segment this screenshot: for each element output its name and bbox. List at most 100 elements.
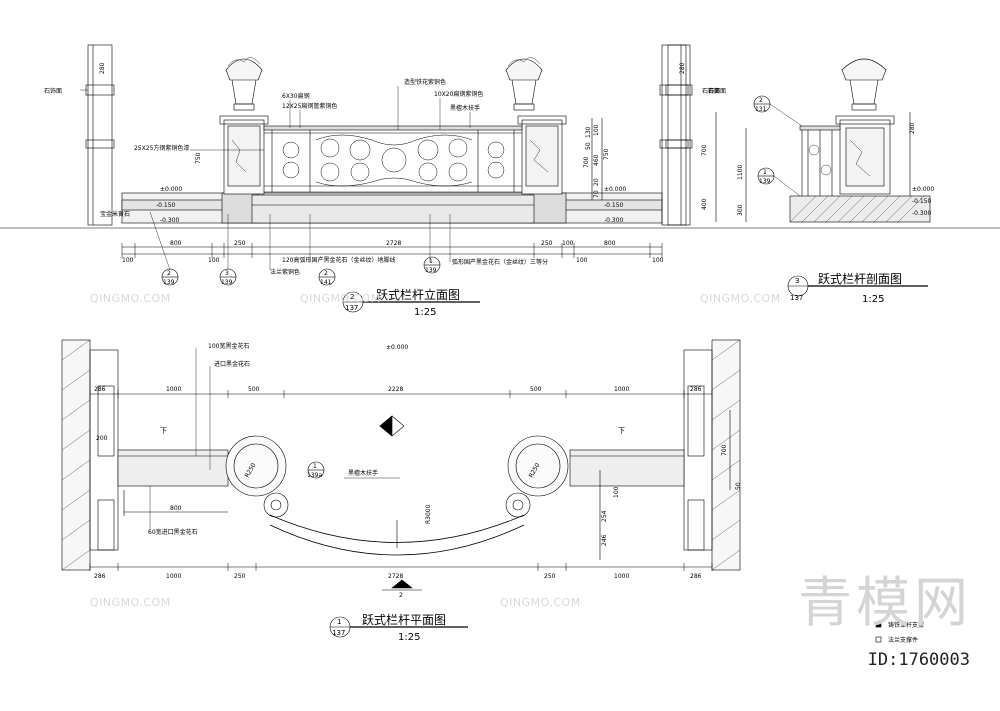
elev-label-iron-flower: 造型铁花紫铜色 <box>404 78 446 86</box>
elev-callout-num: 1 <box>429 258 433 265</box>
section-scale: 1:25 <box>862 294 884 305</box>
sec-vdim: 400 <box>701 198 708 210</box>
plan-dim-bottom: 1000 <box>614 573 629 580</box>
plan-callout-num: 1 <box>313 463 317 470</box>
legend <box>875 621 882 643</box>
elev-dim: 2728 <box>386 240 401 247</box>
sec-vdim: 700 <box>701 144 708 156</box>
sec-callout-sheet: 131 <box>755 106 767 113</box>
elev-rvdim: 50 <box>585 142 592 150</box>
elev-dim: 100 <box>652 257 664 264</box>
sec-level-m300: -0.300 <box>912 210 932 217</box>
plan-label-granite-100: 100宽黑金花石 <box>208 342 249 350</box>
sec-vdim: 300 <box>737 204 744 216</box>
elev-label-arc-granite: 弧形国产黑金花石（金丝纹）三等分 <box>452 258 548 266</box>
plan-dim-bottom: 250 <box>234 573 246 580</box>
plan-label-handrail: 黑檀木扶手 <box>348 469 378 477</box>
watermark-site: QINGMO.COM <box>300 292 381 305</box>
elev-dim: 250 <box>234 240 246 247</box>
elev-vdim: 750 <box>195 152 202 164</box>
elev-callout-sheet: 139 <box>221 279 233 286</box>
elev-vdim: 280 <box>99 62 106 74</box>
plan-label-granite-60: 60宽进口黑金花石 <box>148 528 198 536</box>
elev-label-flat-steel-2: 12X25扁钢管紫铜色 <box>282 102 337 110</box>
sec-vdim: 1100 <box>737 165 744 180</box>
urn-left <box>225 57 263 111</box>
plan-dim-right: 246 <box>601 534 608 546</box>
elev-rvdim: 130 <box>585 126 592 138</box>
section-title: 跃式栏杆剖面图 <box>818 271 902 286</box>
sec-level: ±0.000 <box>912 186 934 193</box>
watermark-site: QINGMO.COM <box>500 596 581 609</box>
elev-callout-num: 3 <box>225 270 229 277</box>
plan-dim-bottom: 250 <box>544 573 556 580</box>
plan-ref-num: 1 <box>337 618 341 626</box>
elev-level-m300-r: -0.300 <box>604 217 624 224</box>
sec-ref-num: 3 <box>795 277 799 285</box>
watermark-site: QINGMO.COM <box>700 292 781 305</box>
elev-dim: 800 <box>170 240 182 247</box>
elev-level-m300: -0.300 <box>160 217 180 224</box>
plan-elev-mark: 2 <box>399 592 403 599</box>
plan-ref-sheet: 137 <box>332 629 345 637</box>
plan-dim-top: 286 <box>690 386 702 393</box>
plan-down-right: 下 <box>618 427 625 435</box>
elev-vdim: 280 <box>679 62 686 74</box>
plan-level: ±0.000 <box>386 344 408 351</box>
elevation-callouts <box>161 256 441 286</box>
elev-label-black-granite: 120高弧形国产黑金花石（金丝纹）地脚线 <box>282 256 395 264</box>
elev-label-stone-left: 石饰面 <box>44 87 62 95</box>
elev-callout-sheet: 141 <box>320 279 332 286</box>
elev-label-flat-steel-1: 6X30扁钢 <box>282 92 310 100</box>
plan-dim-right: 700 <box>721 444 728 456</box>
plan-dim-top: 500 <box>248 386 260 393</box>
sec-callout-num: 2 <box>759 97 763 104</box>
elev-callout-num: 2 <box>167 270 171 277</box>
plan-title: 跃式栏杆平面图 <box>362 612 446 627</box>
elev-label-flat-steel-3: 10X20扁钢紫铜色 <box>434 90 483 98</box>
elev-label-yellow-stone: 宝金米黄石 <box>100 210 130 218</box>
elevation-view <box>0 44 1000 313</box>
plan-scale: 1:25 <box>398 632 420 643</box>
elev-level-right: ±0.000 <box>604 186 626 193</box>
elev-level-m150-r: -0.150 <box>604 202 624 209</box>
elev-dim: 800 <box>604 240 616 247</box>
sec-ref-sheet: 137 <box>790 294 803 302</box>
plan-dim-left: 800 <box>170 505 182 512</box>
plan-section-mark: 3 <box>389 419 393 426</box>
section-view <box>665 44 931 297</box>
elev-rvdim: 700 <box>583 156 590 168</box>
watermark-brand: 青模网 <box>798 571 972 634</box>
elev-vdim: 20 <box>593 178 600 186</box>
elevation-scale: 1:25 <box>414 307 436 318</box>
elev-ref-num: 2 <box>350 293 354 301</box>
plan-dim-right: 100 <box>613 486 620 498</box>
elevation-title: 跃式栏杆立面图 <box>376 287 460 302</box>
sec-label-stone: 石饰面 <box>708 87 726 95</box>
plan-callout-sheet: 139a <box>307 472 322 479</box>
elev-dim: 250 <box>541 240 553 247</box>
plan-dim-top: 286 <box>94 386 106 393</box>
elev-level-left: ±0.000 <box>160 186 182 193</box>
urn-right <box>505 57 543 111</box>
plan-down-left: 下 <box>160 427 167 435</box>
elev-label-flange: 法兰紫铜色 <box>270 268 300 276</box>
elev-dim-row2: 100 <box>208 257 220 264</box>
plan-view <box>61 339 741 638</box>
elev-label-square-steel: 25X25方钢紫铜色漆 <box>134 144 189 152</box>
sec-level-m150: -0.150 <box>912 198 932 205</box>
elev-dim: 100 <box>562 240 574 247</box>
plan-dim-bottom: 286 <box>94 573 106 580</box>
elev-rvdim: 750 <box>603 148 610 160</box>
elev-ref-sheet: 137 <box>345 304 358 312</box>
legend-item-cast-iron: 铸铁立杆支撑 <box>888 621 924 629</box>
plan-dim-top: 500 <box>530 386 542 393</box>
plan-dim-right: 254 <box>601 510 608 522</box>
elev-callout-sheet: 139 <box>163 279 175 286</box>
plan-dim-top: 1000 <box>166 386 181 393</box>
plan-label-import-granite: 进口黑金花石 <box>214 360 250 368</box>
elev-label-handrail: 黑檀木扶手 <box>450 104 480 112</box>
sec-callout-num: 1 <box>763 169 767 176</box>
elev-vdim: 100 <box>593 124 600 136</box>
plan-dim-top: 2228 <box>388 386 403 393</box>
